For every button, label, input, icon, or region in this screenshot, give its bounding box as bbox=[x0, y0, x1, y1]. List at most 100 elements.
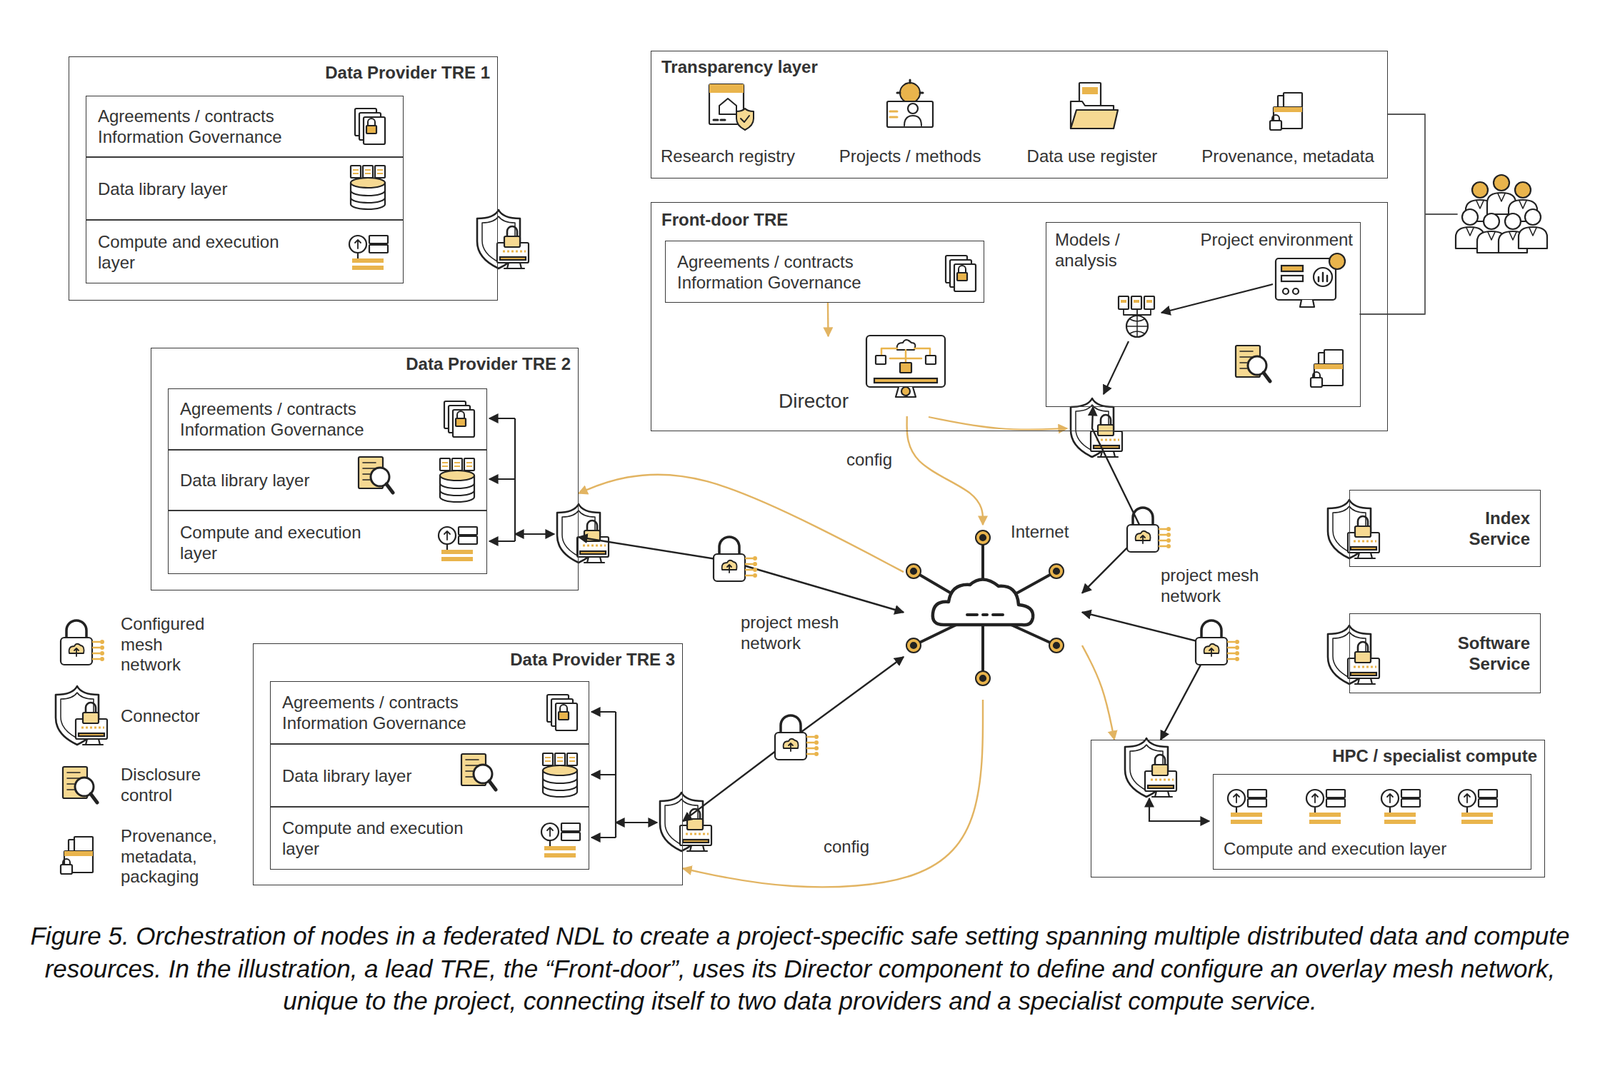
data-library-icon bbox=[555, 753, 565, 766]
connector-icon bbox=[82, 739, 103, 745]
compute-icon bbox=[1227, 790, 1245, 808]
models-icon bbox=[1146, 300, 1153, 303]
director-icon bbox=[897, 340, 916, 350]
data-library-icon bbox=[365, 170, 371, 174]
config-connector bbox=[682, 700, 983, 888]
service-box: Software Service bbox=[1349, 613, 1541, 694]
mesh-lock-icon bbox=[814, 752, 819, 757]
connector-icon bbox=[1125, 738, 1177, 798]
provenance-icon bbox=[60, 837, 93, 875]
compute-icon bbox=[1309, 812, 1341, 818]
data-library-icon bbox=[350, 165, 385, 210]
mesh-connector bbox=[682, 657, 904, 822]
compute-icon bbox=[1326, 799, 1345, 808]
internet-hub-icon bbox=[932, 579, 1033, 625]
box-label: Project environment bbox=[1167, 230, 1353, 251]
data-library-icon bbox=[440, 458, 450, 471]
researchers-icon bbox=[1525, 209, 1541, 225]
mesh-lock-icon bbox=[814, 746, 819, 751]
box-heading: HPC / specialist compute bbox=[1100, 746, 1538, 768]
box-label: Internet bbox=[1010, 522, 1083, 543]
director-node: Director bbox=[775, 336, 951, 417]
connector-icon bbox=[507, 226, 518, 238]
provenance-icon bbox=[1270, 92, 1303, 130]
tre-box: Data Provider TRE 3Agreements / contract… bbox=[252, 643, 683, 886]
models-icon bbox=[1126, 315, 1148, 338]
mesh-lock-icon bbox=[92, 658, 100, 661]
agreement-icon bbox=[366, 125, 377, 134]
mesh-lock-icon bbox=[100, 651, 105, 656]
compute-icon bbox=[441, 550, 473, 555]
compute-icon bbox=[1387, 794, 1393, 803]
compute-icon bbox=[349, 235, 367, 253]
researchers-icon bbox=[1519, 200, 1527, 209]
project-environment-icon bbox=[1318, 272, 1328, 282]
data-library-icon bbox=[452, 458, 463, 471]
connector-icon bbox=[504, 236, 520, 248]
connector-icon bbox=[85, 702, 96, 714]
compute-icon bbox=[1306, 790, 1324, 808]
box-heading: Data Provider TRE 1 bbox=[77, 62, 490, 84]
models-icon bbox=[1118, 296, 1129, 310]
connector-icon bbox=[502, 250, 526, 253]
connector-icon bbox=[580, 551, 606, 555]
project-environment-icon bbox=[1300, 300, 1315, 308]
compute-icon bbox=[541, 823, 580, 858]
connector-icon bbox=[1155, 755, 1165, 766]
research-registry-icon bbox=[709, 84, 754, 130]
mesh-lock-icon bbox=[1127, 525, 1159, 553]
compute-icon bbox=[1247, 790, 1267, 798]
compute-icon bbox=[349, 235, 388, 270]
mesh-lock-icon bbox=[1235, 651, 1240, 656]
compute-icon bbox=[446, 544, 448, 550]
project-environment-icon bbox=[1329, 253, 1345, 270]
researchers-icon bbox=[1483, 213, 1500, 230]
data-library-icon bbox=[362, 165, 373, 178]
mesh-lock-icon bbox=[100, 657, 105, 662]
research-registry-icon bbox=[713, 119, 725, 122]
compute-icon bbox=[458, 527, 478, 535]
internet-hub-icon bbox=[910, 642, 917, 649]
connector-icon bbox=[1097, 451, 1118, 458]
projects-methods-icon bbox=[904, 115, 922, 126]
compute-icon bbox=[1312, 794, 1318, 803]
compute-icon bbox=[1384, 812, 1416, 818]
compute-icon bbox=[1478, 799, 1498, 808]
models-icon bbox=[1123, 309, 1151, 315]
mesh-lock-icon bbox=[745, 563, 753, 566]
project-box: Models / analysis Project environment bbox=[1045, 222, 1361, 408]
mesh-lock-icon bbox=[806, 747, 815, 750]
box-label: Data library layer bbox=[180, 470, 416, 492]
director-icon bbox=[881, 348, 930, 363]
mesh-lock-icon bbox=[727, 565, 732, 573]
connector-icon bbox=[587, 520, 598, 532]
compute-icon bbox=[369, 245, 388, 253]
mesh-lock-icon bbox=[713, 537, 758, 582]
mesh-lock-icon bbox=[1166, 532, 1171, 538]
project-environment-icon bbox=[1282, 288, 1289, 295]
compute-icon bbox=[355, 240, 361, 249]
mesh-lock-icon bbox=[1235, 657, 1240, 662]
box-label: Data library layer bbox=[282, 766, 518, 788]
mesh-lock-icon bbox=[806, 736, 815, 739]
mesh-lock-icon bbox=[1166, 544, 1171, 549]
mesh-lock-icon bbox=[752, 556, 758, 561]
layer-box: Compute and execution layer bbox=[270, 807, 590, 870]
project-environment-icon bbox=[1275, 258, 1336, 300]
agreement-icon bbox=[457, 411, 465, 419]
box-label: Agreements / contracts Information Gover… bbox=[282, 692, 518, 735]
connectors bbox=[578, 302, 1212, 888]
connector-icon bbox=[1327, 625, 1380, 685]
data-library-icon bbox=[542, 753, 553, 766]
mesh-lock-icon bbox=[66, 620, 87, 638]
box-label: Models / analysis bbox=[1055, 230, 1134, 272]
mesh-lock-icon bbox=[1227, 652, 1235, 655]
data-library-icon bbox=[375, 165, 385, 178]
mesh-lock-icon bbox=[775, 715, 819, 760]
box-label: Director bbox=[778, 389, 868, 414]
researchers-icon bbox=[1505, 213, 1521, 230]
legend-text: Disclosure control bbox=[120, 765, 221, 807]
config-connector bbox=[907, 416, 983, 525]
compute-icon bbox=[1306, 790, 1345, 825]
provenance-icon bbox=[60, 865, 73, 875]
